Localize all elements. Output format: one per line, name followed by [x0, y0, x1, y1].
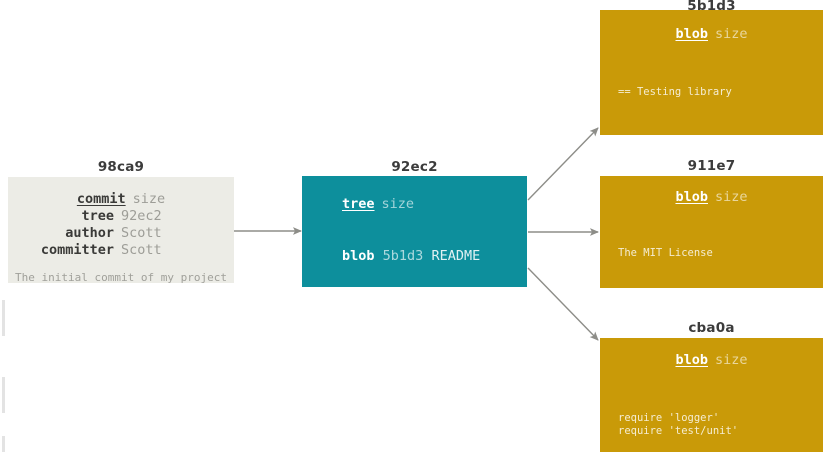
tree-entry-list: blob 5b1d3 README blob 911e7 LICENSE blo…: [302, 213, 527, 287]
left-edge-strip-3: [2, 436, 5, 452]
blob-header-cba0a: blob size: [600, 352, 823, 368]
commit-field-value: 92ec2: [121, 208, 162, 224]
blob-header-key: blob: [675, 26, 708, 42]
commit-header: commit size: [8, 191, 234, 207]
blob-header-size: size: [715, 189, 748, 205]
blob-content-cba0a: require 'logger' require 'test/unit' cla…: [600, 386, 823, 452]
tree-entry-hash: 5b1d3: [382, 248, 424, 264]
blob-header-911e7: blob size: [600, 189, 823, 205]
blob-header-5b1d3: blob size: [600, 26, 823, 42]
arrow-tree-to-blob-5b1d3: [527, 127, 599, 201]
blob-node-box-911e7[interactable]: blob size The MIT License Copyright (c) 2…: [600, 176, 823, 288]
blob-node-box-5b1d3[interactable]: blob size == Testing library This library…: [600, 10, 823, 135]
commit-message: The initial commit of my project: [15, 271, 227, 283]
tree-entry-type: blob: [342, 248, 375, 264]
left-edge-strip-2: [2, 377, 5, 413]
blob-node-box-cba0a[interactable]: blob size require 'logger' require 'test/…: [600, 338, 823, 452]
blob-content-5b1d3: == Testing library This library is used …: [600, 60, 823, 135]
blob-paragraph: The MIT License: [618, 247, 713, 259]
commit-field-row: committer Scott: [8, 242, 234, 259]
tree-entry-row: blob 5b1d3 README: [342, 248, 527, 266]
commit-fields-table: tree 92ec2 author Scott committer Scott: [8, 208, 234, 259]
tree-node-title: 92ec2: [391, 159, 438, 175]
commit-field-row: tree 92ec2: [8, 208, 234, 225]
commit-field-row: author Scott: [8, 225, 234, 242]
tree-header: tree size: [302, 196, 527, 212]
arrow-tree-to-blob-cba0a: [527, 267, 599, 341]
commit-node-box[interactable]: commit size tree 92ec2 author Scott commi…: [8, 177, 234, 283]
tree-header-size: size: [381, 196, 415, 212]
blob-header-size: size: [715, 26, 748, 42]
blob-paragraph: == Testing library: [618, 86, 732, 98]
blob-header-size: size: [715, 352, 748, 368]
blob-node-title-cba0a: cba0a: [688, 320, 735, 336]
blob-content-911e7: The MIT License Copyright (c) 2008 Scott…: [600, 221, 823, 288]
tree-header-key: tree: [342, 196, 375, 212]
blob-node-title-911e7: 911e7: [687, 158, 736, 174]
left-edge-strip-1: [2, 300, 5, 336]
tree-node-box[interactable]: tree size blob 5b1d3 README blob 911e7 LI…: [302, 176, 527, 287]
commit-field-key: tree: [81, 208, 114, 224]
blob-header-key: blob: [675, 352, 708, 368]
commit-field-key: author: [65, 225, 114, 241]
blob-header-key: blob: [675, 189, 708, 205]
commit-field-value: Scott: [121, 242, 162, 258]
commit-field-key: committer: [40, 242, 114, 258]
commit-header-key: commit: [76, 191, 126, 207]
commit-node-title: 98ca9: [97, 159, 145, 175]
commit-field-value: Scott: [121, 225, 162, 241]
commit-header-size: size: [132, 191, 166, 207]
blob-paragraph: require 'logger' require 'test/unit': [618, 412, 739, 437]
tree-entry-name: README: [431, 248, 481, 264]
